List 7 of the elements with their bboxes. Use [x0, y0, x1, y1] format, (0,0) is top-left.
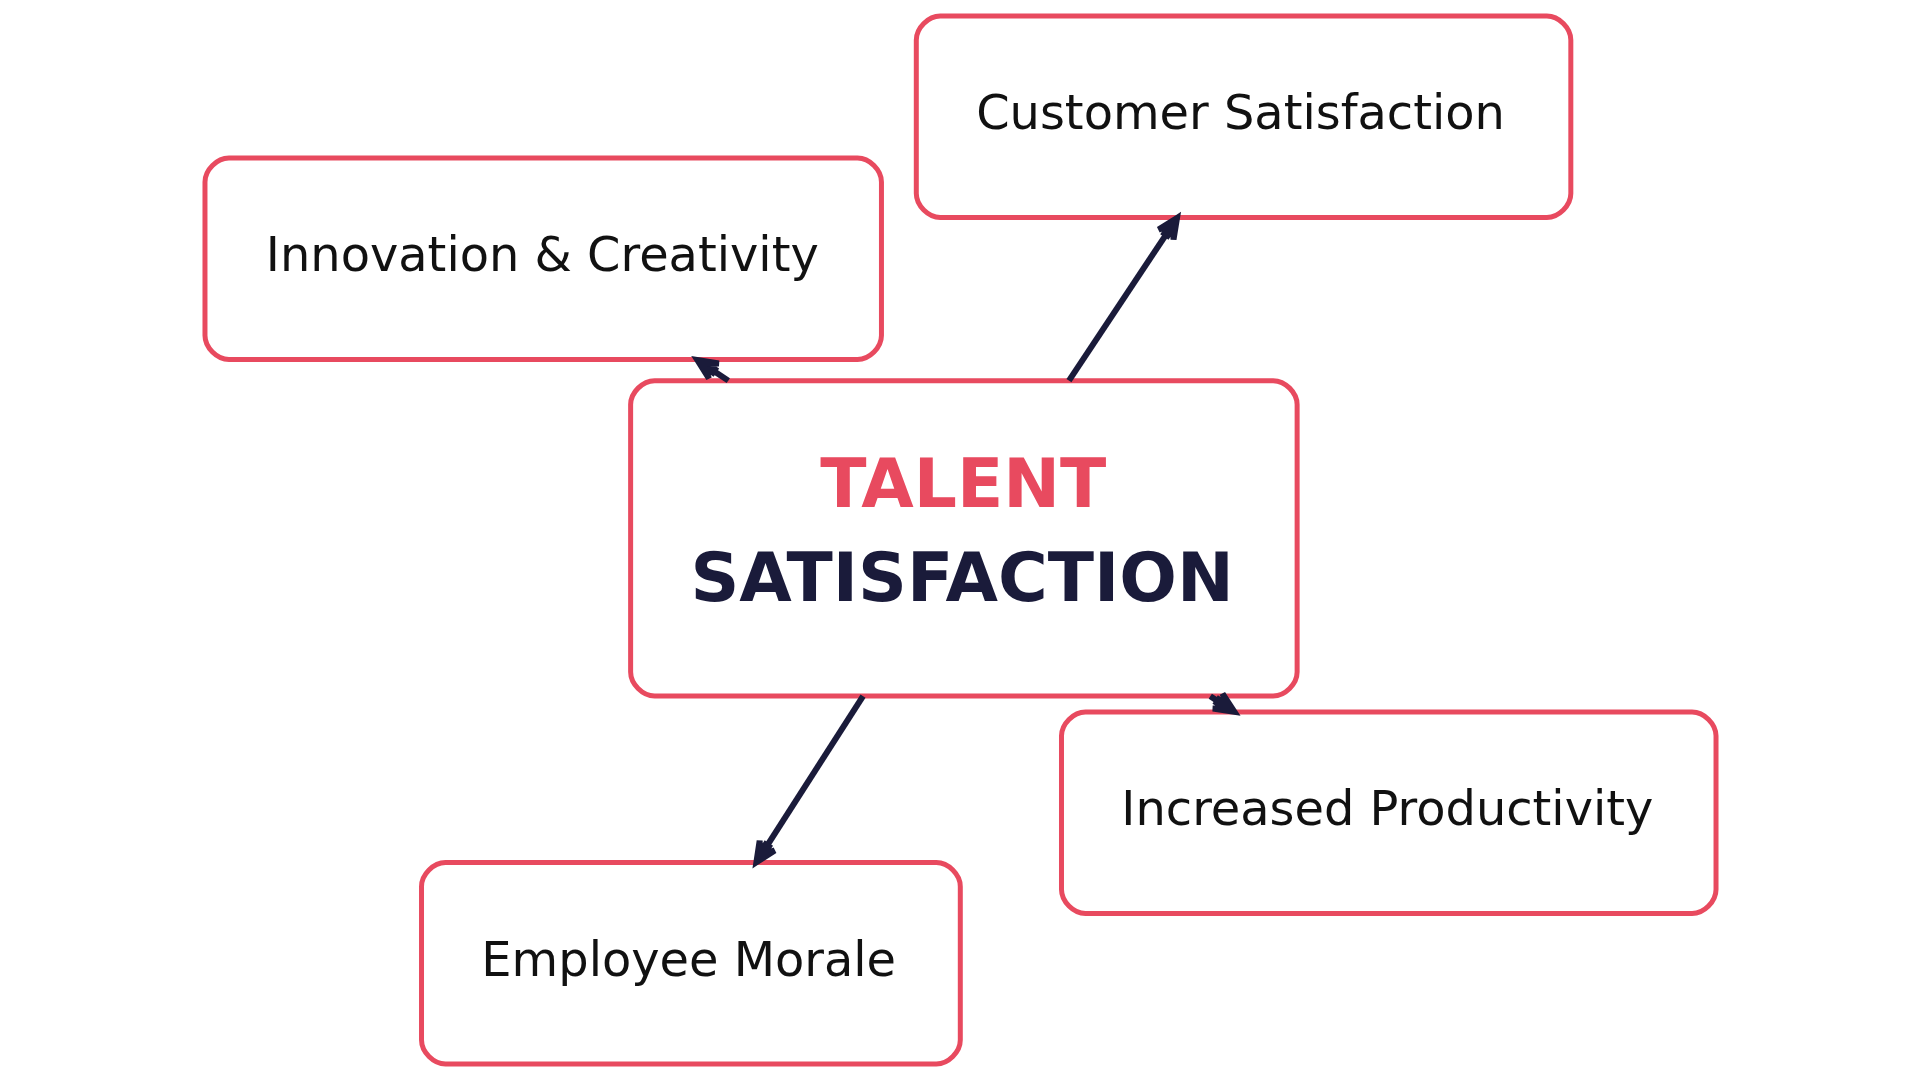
node-box: Innovation & Creativity [202, 155, 884, 363]
arrow [1065, 214, 1180, 383]
node-box: TALENT SATISFACTION [627, 378, 1300, 699]
node-box: Increased Productivity [1058, 709, 1718, 916]
arrow [752, 694, 866, 866]
node-box: Employee Morale [418, 859, 963, 1067]
node-box: Customer Satisfaction [913, 13, 1573, 221]
